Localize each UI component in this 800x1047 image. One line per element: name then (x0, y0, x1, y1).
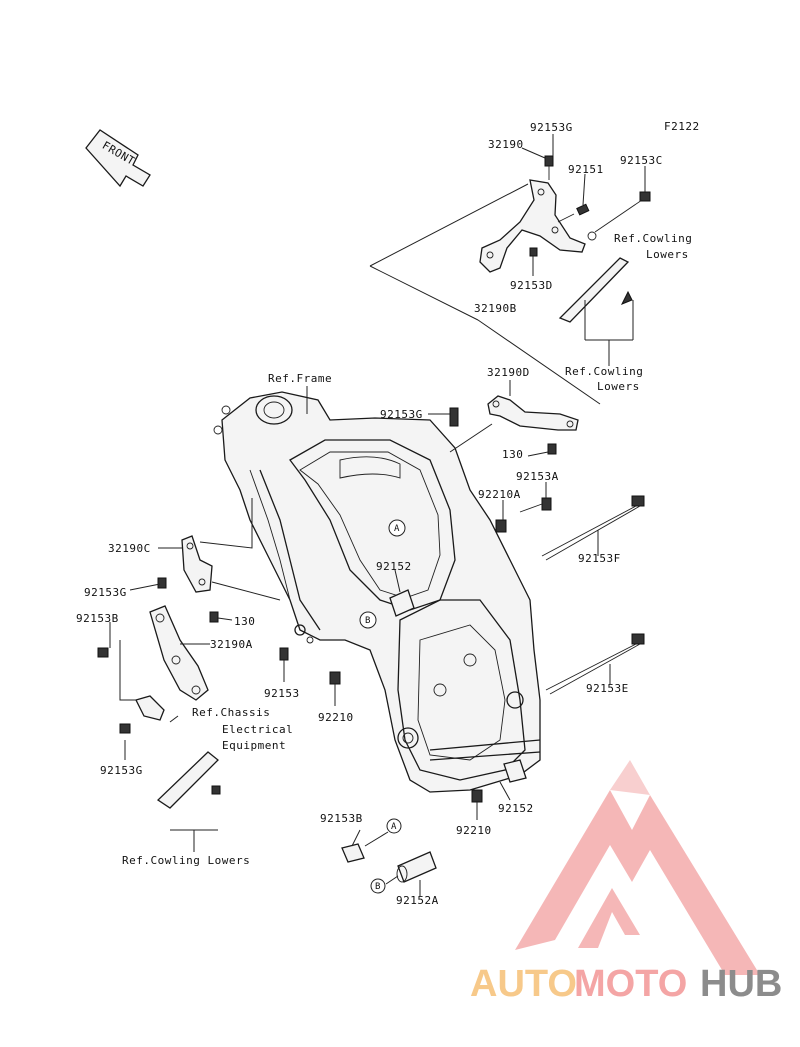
bracket-32190a (97, 605, 221, 809)
part-label: 32190C (108, 542, 151, 555)
svg-text:A: A (391, 822, 397, 832)
ref-label: Ref.Cowling Lowers (122, 854, 250, 867)
part-label: 92153G (380, 408, 423, 421)
part-label: 92153G (100, 764, 143, 777)
circle-tag-b-frame: B (359, 611, 377, 629)
ref-label: Ref.Frame (268, 372, 332, 385)
svg-text:HUB: HUB (700, 963, 782, 1005)
part-label: 92210 (318, 711, 354, 724)
figure-code: F2122 (664, 120, 700, 133)
part-label: 92153 (264, 687, 300, 700)
part-label: 92152A (396, 894, 439, 907)
upper-bracket-assembly (369, 155, 651, 405)
part-label: 92153G (530, 121, 573, 134)
part-label: 92151 (568, 163, 604, 176)
part-label: 92153A (516, 470, 559, 483)
circle-tag-a-frame: A (388, 519, 406, 537)
svg-text:A: A (394, 524, 400, 534)
svg-text:MOTO: MOTO (574, 963, 687, 1005)
part-label: 92153G (84, 586, 127, 599)
part-label: 92152 (498, 802, 534, 815)
ref-label: Electrical (222, 723, 293, 736)
front-arrow-icon: FRONT (85, 129, 151, 188)
part-label: 32190 (488, 138, 524, 151)
part-label: 92153F (578, 552, 621, 565)
part-label: 32190A (210, 638, 253, 651)
part-label: 92153C (620, 154, 663, 167)
part-label: 32190B (474, 302, 517, 315)
ref-label: Ref.Cowling (565, 365, 643, 378)
bracket-32190c (157, 535, 233, 623)
bracket-32190d (449, 395, 579, 455)
part-label: 92153B (320, 812, 363, 825)
part-label: 92153E (586, 682, 629, 695)
part-label: 92210 (456, 824, 492, 837)
main-frame (213, 391, 541, 793)
svg-text:B: B (365, 616, 370, 626)
watermark-text: AUTO MOTO HUB (470, 963, 782, 1005)
part-label: 92210A (478, 488, 521, 501)
part-label: 130 (234, 615, 255, 628)
circle-tag-b-bottom: B (370, 878, 386, 894)
svg-text:B: B (375, 882, 380, 892)
ref-label: Ref.Chassis (192, 706, 270, 719)
part-label: 130 (502, 448, 523, 461)
circle-tag-a-bottom: A (386, 818, 402, 834)
part-label: 92153D (510, 279, 553, 292)
part-label: 32190D (487, 366, 530, 379)
ref-label: Lowers (597, 380, 640, 393)
ref-label: Lowers (646, 248, 689, 261)
ref-label: Equipment (222, 739, 286, 752)
watermark-logo (515, 760, 760, 975)
part-label: 92152 (376, 560, 412, 573)
part-label: 92153B (76, 612, 119, 625)
svg-text:AUTO: AUTO (470, 963, 577, 1005)
ref-label: Ref.Cowling (614, 232, 692, 245)
